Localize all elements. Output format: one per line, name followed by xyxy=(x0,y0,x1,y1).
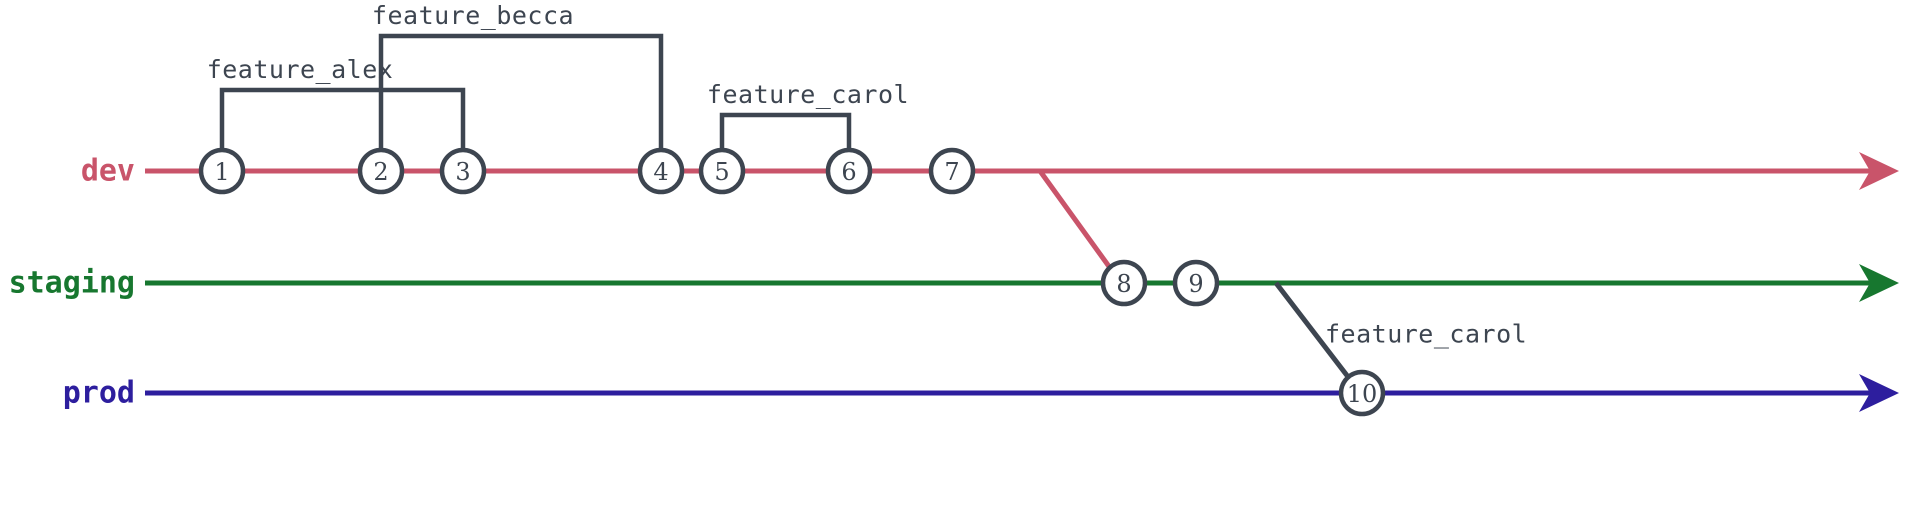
commit-node-6[interactable] xyxy=(825,147,873,195)
commit-nodes-group xyxy=(198,147,1386,417)
commit-node-7[interactable] xyxy=(928,147,976,195)
branch-lines-group xyxy=(145,152,1900,412)
merge-line-staging-to-prod xyxy=(1274,281,1354,384)
commit-node-4[interactable] xyxy=(637,147,685,195)
feature-brackets-group xyxy=(219,33,852,171)
branch-label-prod: prod xyxy=(62,375,135,411)
merge-lines-group xyxy=(1037,169,1354,384)
feature-label-staging-to-prod: feature_carol xyxy=(1325,319,1528,349)
feature-bracket-feature_alex xyxy=(219,87,466,171)
feature-label-feature_becca: feature_becca xyxy=(371,1,575,30)
commit-node-9[interactable] xyxy=(1172,259,1220,307)
commit-node-1[interactable] xyxy=(198,147,246,195)
branch-label-dev: dev xyxy=(80,153,135,189)
commit-node-2[interactable] xyxy=(357,147,405,195)
feature-bracket-feature_becca xyxy=(378,33,664,171)
commit-node-8[interactable] xyxy=(1100,259,1148,307)
feature-label-feature_carol: feature_carol xyxy=(706,80,910,109)
merge-line-dev-to-staging xyxy=(1037,169,1116,274)
commit-node-5[interactable] xyxy=(698,147,746,195)
feature-bracket-feature_carol xyxy=(719,112,852,171)
feature-label-feature_alex: feature_alex xyxy=(206,55,394,84)
commit-node-3[interactable] xyxy=(439,147,487,195)
commit-node-10[interactable] xyxy=(1338,369,1386,417)
branch-label-staging: staging xyxy=(8,265,135,301)
